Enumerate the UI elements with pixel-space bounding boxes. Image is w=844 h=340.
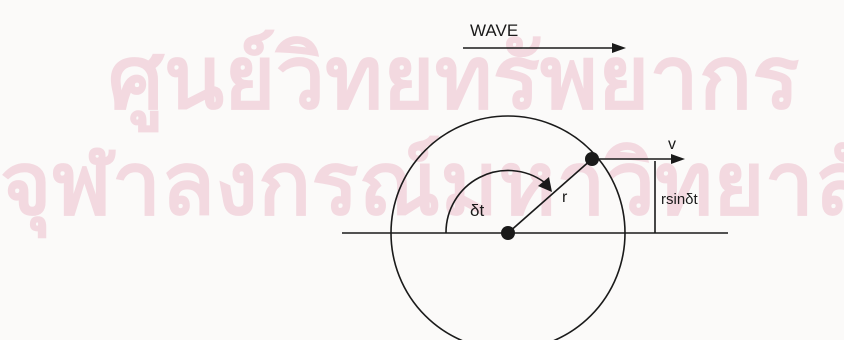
watermark-line-1: ศูนย์วิทยทรัพยากร bbox=[108, 26, 799, 133]
orbit-circle bbox=[390, 115, 626, 340]
center-point bbox=[501, 226, 515, 240]
angle-label: δt bbox=[470, 201, 484, 220]
height-label: rsinδt bbox=[661, 191, 699, 208]
angle-arc bbox=[445, 169, 545, 234]
wave-label: WAVE bbox=[470, 21, 518, 40]
angle-arc-arrow-icon bbox=[538, 177, 552, 192]
radius-line bbox=[507, 158, 593, 234]
velocity-label: v bbox=[668, 136, 676, 153]
velocity-arrow-head-icon bbox=[671, 154, 685, 164]
watermark-line-2: จุฬาลงกรณ์มหาวิทยาลัย bbox=[0, 132, 844, 239]
radius-label: r bbox=[562, 189, 568, 206]
wave-arrow-head-icon bbox=[612, 43, 626, 53]
moving-point bbox=[585, 152, 599, 166]
